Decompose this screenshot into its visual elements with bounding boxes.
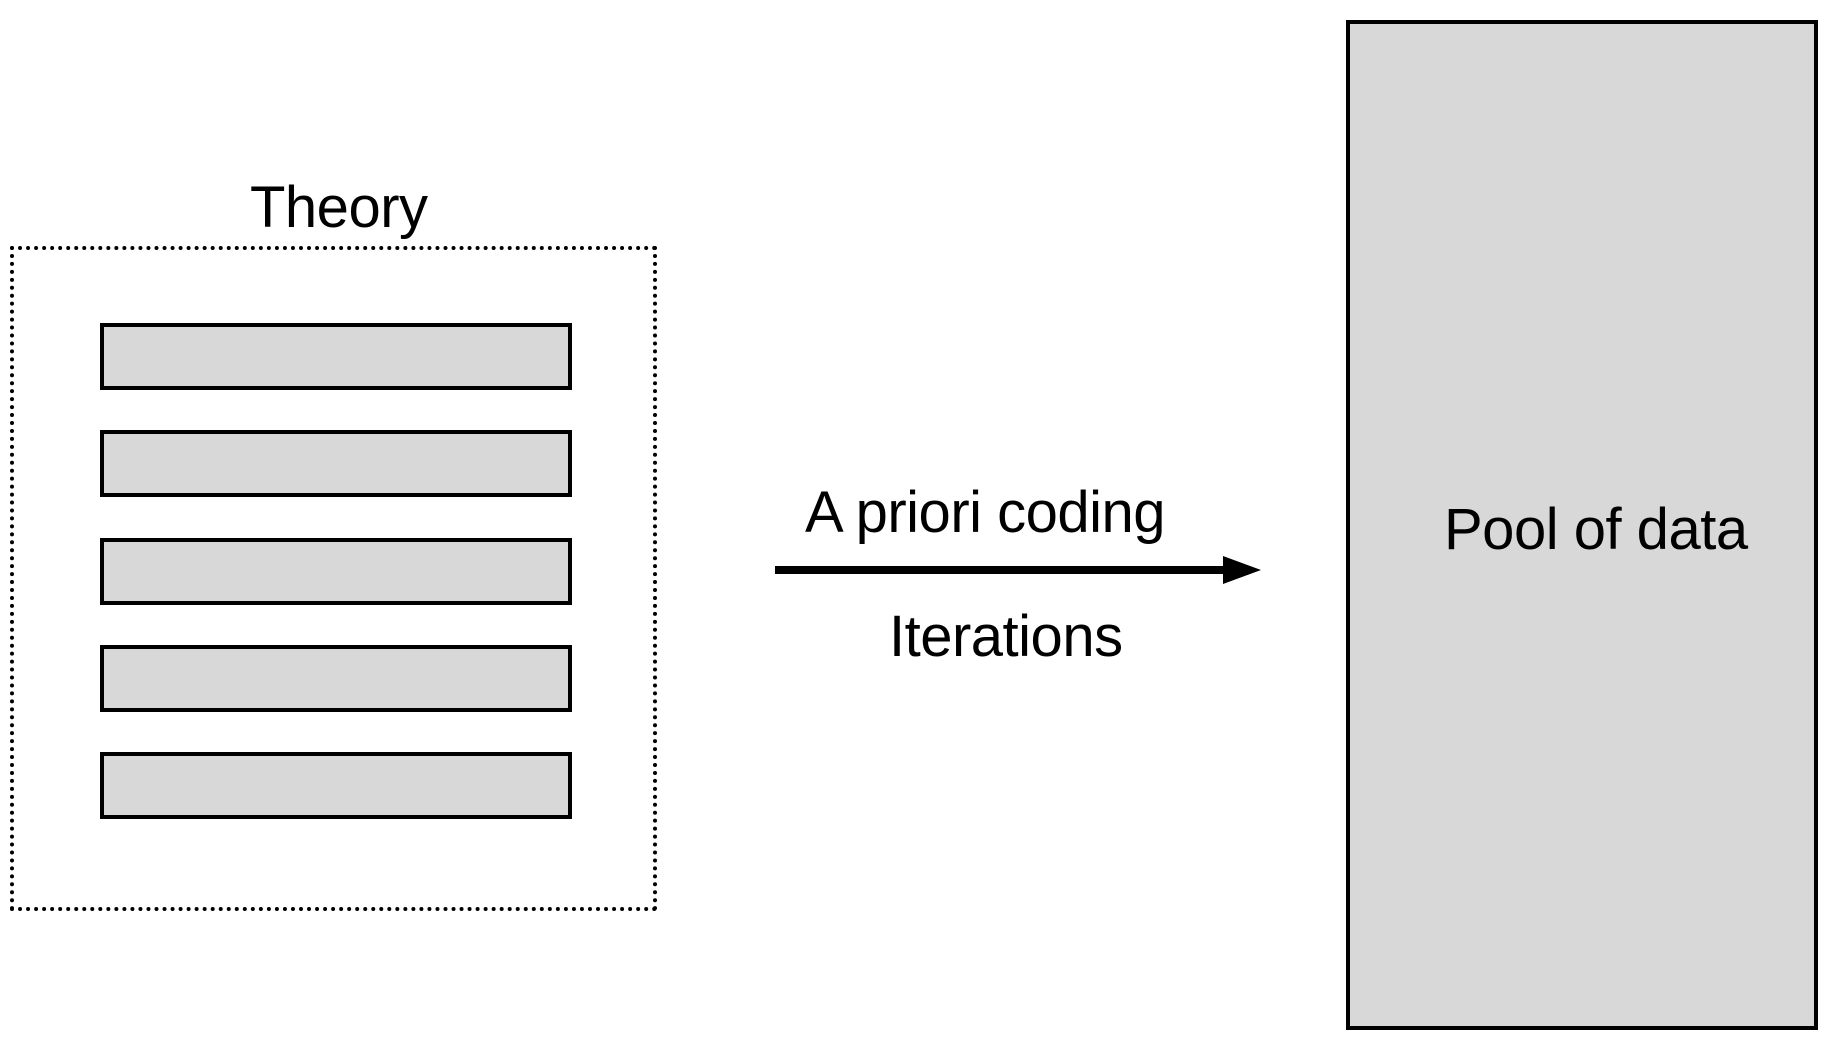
a-priori-coding-label: A priori coding — [805, 480, 1166, 545]
theory-frame — [10, 246, 657, 911]
theory-bar — [100, 645, 572, 712]
theory-bar — [100, 430, 572, 497]
theory-bar — [100, 323, 572, 390]
iterations-label: Iterations — [889, 604, 1123, 669]
pool-of-data-box — [1346, 20, 1818, 1030]
pool-of-data-label: Pool of data — [1444, 497, 1748, 562]
theory-label: Theory — [250, 175, 428, 240]
theory-bar — [100, 752, 572, 819]
right-arrow-icon — [775, 556, 1261, 584]
theory-bar — [100, 538, 572, 605]
